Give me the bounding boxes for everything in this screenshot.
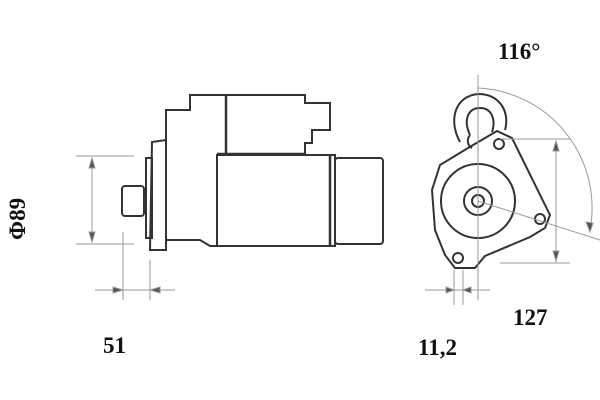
offset-label: 11,2 [418,335,457,360]
side-view [121,94,384,251]
front-view [430,92,552,269]
front-view-dimensions [425,75,600,305]
side-view-dimensions [76,155,175,300]
diameter-label: Φ89 [5,197,30,240]
angle-label: 116° [498,39,541,64]
bolt-spacing-label: 127 [513,305,548,330]
length-label: 51 [103,333,126,358]
